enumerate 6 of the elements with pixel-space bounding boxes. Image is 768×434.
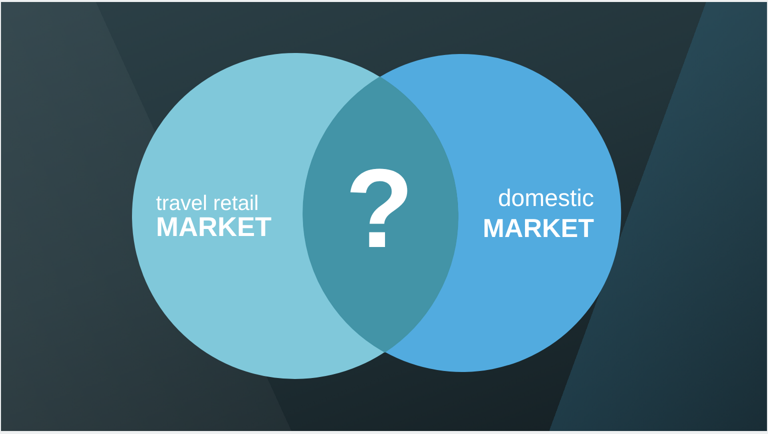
set-title: MARKET [482, 214, 594, 243]
overlap-region [303, 76, 458, 352]
set-label: travel retail [156, 192, 259, 215]
overlap-label: ? [345, 146, 414, 270]
set-title: MARKET [156, 212, 272, 242]
set-label: domestic [498, 186, 594, 212]
